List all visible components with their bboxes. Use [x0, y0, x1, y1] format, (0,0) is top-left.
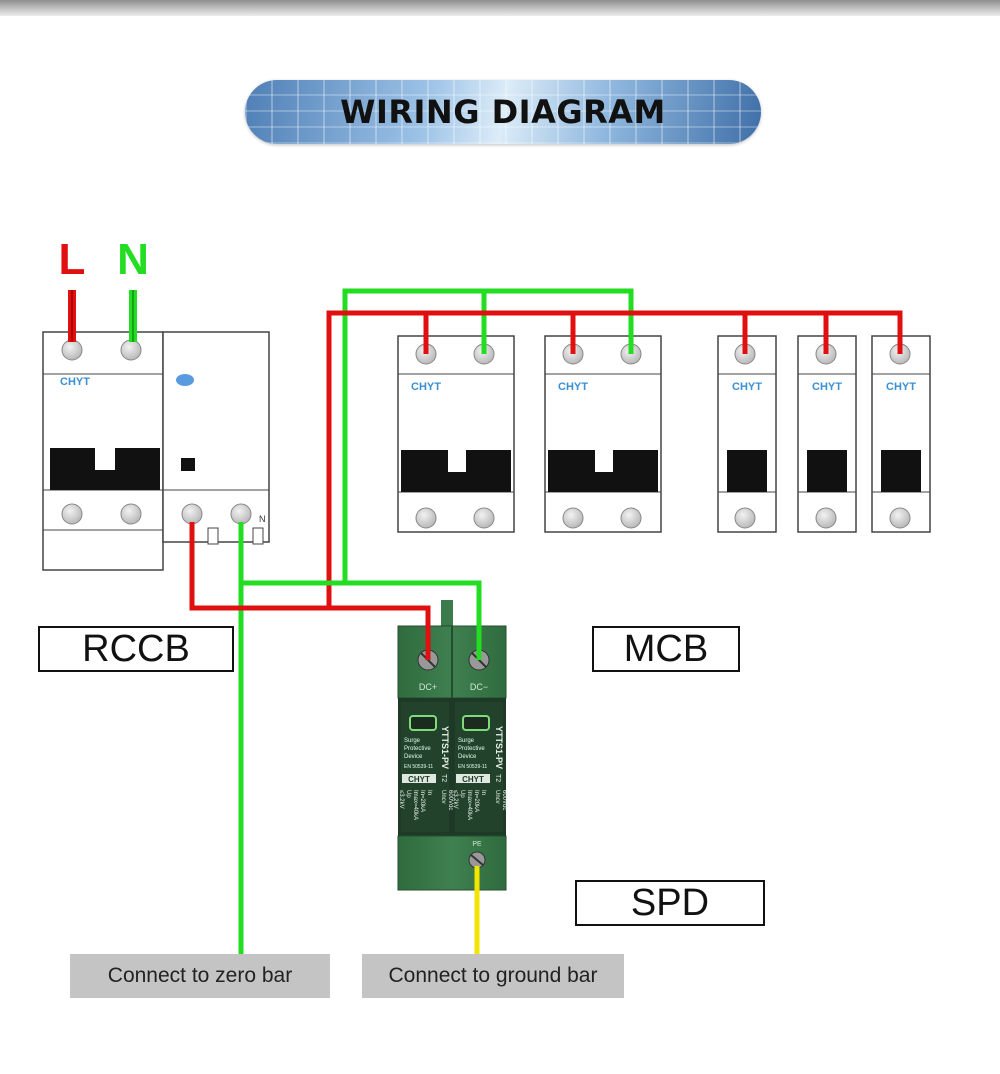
spd-uncv-label: Uncv: [494, 790, 500, 804]
rccb-neutral-mark: N: [259, 514, 266, 524]
spd-desc-line1: Surge: [458, 738, 475, 744]
spd-standard: EN 50539-11: [458, 764, 487, 770]
spd-uncv-value: 600Vdc: [447, 790, 453, 810]
spd-in-value: In=20kA: [473, 790, 479, 812]
mcb-label: MCB: [592, 626, 740, 672]
rccb-label: RCCB: [38, 626, 234, 672]
spd-uncv-label: Uncv: [440, 790, 446, 804]
spd-pe-label: PE: [472, 841, 482, 848]
spd-standard: EN 50539-11: [404, 764, 433, 770]
spd-desc-line2: Protective: [458, 746, 485, 752]
spd-brand-logo: CHYT: [462, 775, 484, 784]
spd-in-label: In: [426, 790, 432, 795]
wire-live-bus: [326, 310, 903, 608]
spd-desc-line3: Device: [458, 754, 477, 760]
spd-up-value: ≤3.2kV: [398, 790, 404, 809]
spd-imax-value: Imax=40kA: [412, 790, 418, 820]
wire-neutral-bus: [342, 288, 634, 585]
mcb-toggle-lever[interactable]: [727, 450, 767, 492]
spd-in-value: In=20kA: [419, 790, 425, 812]
zero-bar-label: Connect to zero bar: [70, 954, 330, 998]
spd-desc-line3: Device: [404, 754, 423, 760]
rccb-device: CHYT N: [42, 331, 270, 571]
mcb-1p-1: CHYT: [717, 335, 777, 533]
wire-live-to-spd: [189, 522, 431, 660]
spd-dc-plus-label: DC+: [419, 682, 437, 692]
mcb-toggle-lever[interactable]: [401, 450, 511, 492]
spd-desc-line2: Protective: [404, 746, 431, 752]
rccb-brand-logo: CHYT: [60, 376, 90, 388]
mcb-brand-logo: CHYT: [411, 381, 441, 393]
spd-label: SPD: [575, 880, 765, 926]
line-terminal-label: L: [59, 235, 86, 284]
spd-t2-mark: T2: [494, 774, 501, 782]
spd-device: DC+ DC− Surge Protective Device EN 50539…: [397, 600, 507, 891]
spd-dc-minus-label: DC−: [470, 682, 488, 692]
spd-brand-logo: CHYT: [408, 775, 430, 784]
wire-neutral-to-spd: [241, 580, 482, 660]
top-gradient-bar: [0, 0, 1000, 16]
page-title: WIRING DIAGRAM: [340, 93, 666, 131]
mcb-brand-logo: CHYT: [732, 381, 762, 393]
mcb-toggle-lever[interactable]: [881, 450, 921, 492]
mcb-brand-logo: CHYT: [558, 381, 588, 393]
spd-imax-value: Imax=40kA: [466, 790, 472, 820]
spd-model: YTTS1-PV: [440, 726, 450, 769]
wires: [68, 288, 903, 954]
mcb-1p-3: CHYT: [871, 335, 931, 533]
mcb-2p-2: CHYT: [544, 335, 662, 533]
spd-status-window: [462, 715, 490, 731]
mcb-1p-2: CHYT: [797, 335, 857, 533]
spd-up-value: ≤3.2kV: [452, 790, 458, 809]
spd-status-window: [409, 715, 437, 731]
mcb-brand-logo: CHYT: [812, 381, 842, 393]
spd-model: YTTS1-PV: [494, 726, 504, 769]
spd-in-label: In: [480, 790, 486, 795]
spd-t2-mark: T2: [440, 774, 447, 782]
mcb-toggle-lever[interactable]: [807, 450, 847, 492]
neutral-terminal-label: N: [117, 235, 149, 284]
mcb-brand-logo: CHYT: [886, 381, 916, 393]
spd-up-label: Up: [459, 790, 465, 798]
spd-up-label: Up: [405, 790, 411, 798]
ground-bar-label: Connect to ground bar: [362, 954, 624, 998]
rccb-test-button[interactable]: [176, 374, 194, 386]
mcb-toggle-lever[interactable]: [548, 450, 658, 492]
rccb-toggle-lever[interactable]: [50, 448, 160, 490]
mcb-2p-1: CHYT: [397, 335, 515, 533]
spd-desc-line1: Surge: [404, 738, 421, 744]
title-banner: WIRING DIAGRAM: [245, 80, 761, 144]
spd-uncv-value: 600Vdc: [501, 790, 507, 810]
